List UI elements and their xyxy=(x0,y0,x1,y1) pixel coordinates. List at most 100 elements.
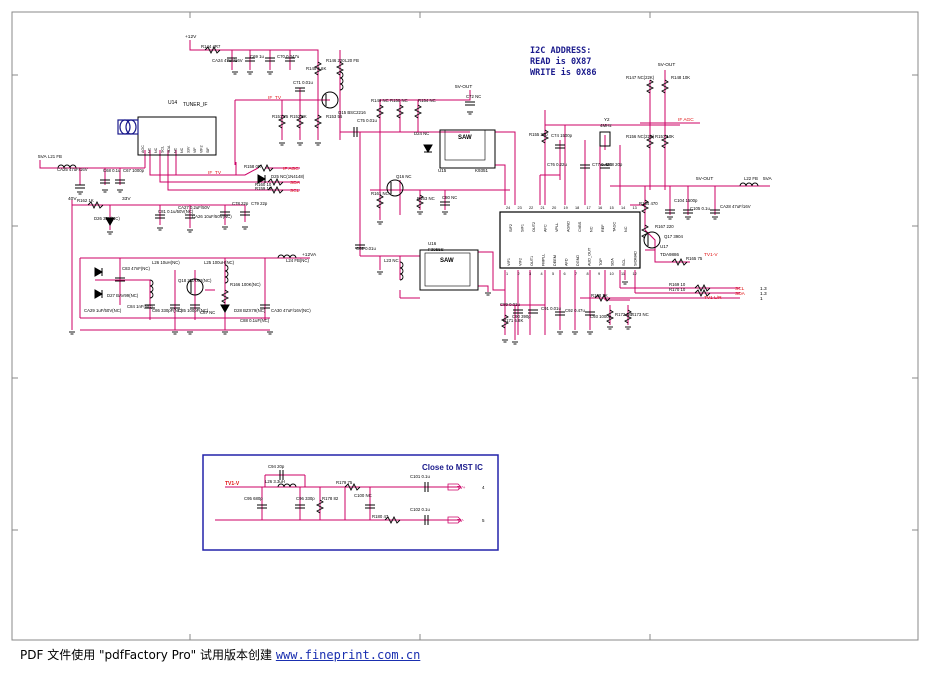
resistor-r154 xyxy=(413,104,423,119)
component-label: D24 NC xyxy=(414,131,429,136)
ic-bottom-pin-number: 2 xyxy=(518,272,520,276)
close-box-net: TV1-V xyxy=(225,481,240,487)
svg-text:TV+: TV+ xyxy=(457,485,466,490)
component-label: R149 NC xyxy=(371,98,389,103)
inductor-l24 xyxy=(277,254,297,259)
ic-bottom-pin-label: FMPLL xyxy=(542,254,546,266)
component-label: C87 NC xyxy=(200,310,215,315)
component-label: R170 10 xyxy=(669,287,686,292)
component-label: R160 10 xyxy=(255,182,272,187)
transistor-q17 xyxy=(643,231,661,249)
tuner-pin-label: SIF xyxy=(206,147,210,153)
net-if-tv: IF_TV xyxy=(268,95,282,101)
component-label: C92 0.47u xyxy=(565,308,585,313)
tuner-pin-label: 33V xyxy=(187,146,191,153)
tuner-ref: U14 xyxy=(168,100,177,106)
ic-top-pin-label: SIF1 xyxy=(521,224,525,232)
component-label: D28 BZX79(NC) xyxy=(234,308,266,313)
net-5va-right: 5VA xyxy=(763,176,773,182)
component-label: C85 100pF(NC) xyxy=(178,308,209,313)
net-tv1-v: TV1-V xyxy=(704,252,718,258)
component-label: C74 1500p xyxy=(551,133,573,138)
ic-top-pin-number: 17 xyxy=(587,206,591,210)
ic-bottom-pin-number: 9 xyxy=(598,272,600,276)
ic-bottom-pin-label: DGND xyxy=(576,255,580,266)
wires xyxy=(39,40,770,521)
component-label: C96 330p xyxy=(296,496,315,501)
component-label: C100 NC xyxy=(354,493,372,498)
component-label: C78 20p xyxy=(606,162,623,167)
component-label: C91 0.01u xyxy=(541,306,561,311)
transistor-q15 xyxy=(321,91,339,109)
component-label: R151 75 xyxy=(272,114,289,119)
component-label: R163 NC xyxy=(417,196,435,201)
component-label: C101 0.1u xyxy=(410,474,430,479)
component-label: R164 470 xyxy=(639,201,658,206)
component-label: CA27 0.2uF/50V xyxy=(178,205,210,210)
component-label: R156 NC(22K) xyxy=(626,134,655,139)
component-label: R168 2K xyxy=(591,293,608,298)
net-if-agc: IF AGC xyxy=(283,166,299,172)
transistor-q16 xyxy=(386,179,404,197)
resistor-r151 xyxy=(277,114,287,129)
component-label: R172 NC xyxy=(615,312,633,317)
diode-d26 xyxy=(105,217,115,227)
diode-d28 xyxy=(220,304,230,314)
component-label: R147 NC(22K) xyxy=(626,75,655,80)
capacitors xyxy=(75,57,720,525)
net-5v-out-1: 5V-OUT xyxy=(455,84,472,90)
component-label: CA30 47uF/16V(NC) xyxy=(271,308,311,313)
component-label: D25 NC(1N4148) xyxy=(271,174,305,179)
ic-bottom-pin-number: 7 xyxy=(575,272,577,276)
ic-bottom-pin-number: 6 xyxy=(564,272,566,276)
svg-text:TV-: TV- xyxy=(457,518,465,523)
footer-link[interactable]: www.fineprint.com.cn xyxy=(275,648,421,662)
component-label: L20 FB xyxy=(345,58,359,63)
resistor-r149 xyxy=(375,104,385,119)
component-label: C88 0.1uF(NC) xyxy=(240,318,270,323)
saw1-ref: U15 xyxy=(438,168,447,173)
component-label: R159 10 xyxy=(255,186,272,191)
ic-bottom-pin-number: 8 xyxy=(587,272,589,276)
component-label: R161 NC xyxy=(371,191,389,196)
resistor-r168 xyxy=(594,293,611,303)
inductor-l21 xyxy=(57,164,77,169)
component-label: C79 22p xyxy=(251,201,268,206)
ic-top-pin-number: 23 xyxy=(518,206,522,210)
ic-top-pin-number: 21 xyxy=(541,206,545,210)
i2c-read: READ is 0X87 xyxy=(530,56,591,67)
resistor-r159 xyxy=(267,185,284,195)
component-label: C67 1000p xyxy=(123,168,145,173)
net-12va: +12VA xyxy=(302,252,317,258)
net-sda-left: SDA xyxy=(290,180,301,186)
component-label: L26 3.3uH xyxy=(265,479,285,484)
component-label: L23 NC xyxy=(384,258,399,263)
ic-bottom-pin-number: 1 xyxy=(506,272,508,276)
ic-top-pin-number: 19 xyxy=(564,206,568,210)
component-label: CA25 47uF/16V xyxy=(57,167,88,172)
inductor-l20 xyxy=(339,71,344,91)
crystal-y2: Y2 4MHz xyxy=(599,117,613,147)
saw2-part: F3955S xyxy=(428,247,444,252)
ic-bottom-pin-label: AUD_OUT xyxy=(588,247,592,266)
resistor-r147 xyxy=(645,79,655,94)
diode-d25 xyxy=(257,174,267,184)
cap-horizontal xyxy=(279,127,429,525)
tuner-pin-label: SDA xyxy=(167,145,171,153)
component-label: R171 6.8K xyxy=(503,318,523,323)
resistor-r172 xyxy=(605,309,615,324)
component-label: C84 1nF(NC) xyxy=(127,304,153,309)
component-label: C89 0.01u xyxy=(500,302,520,307)
svg-text:4: 4 xyxy=(482,485,485,490)
component-label: D26 33V(NC) xyxy=(94,216,120,221)
component-label: R155 330 xyxy=(529,132,548,137)
tuner-pin-label: NC xyxy=(154,147,158,153)
close-box-port-minus: TV- 5 xyxy=(447,516,485,524)
component-label: R153 56 xyxy=(326,114,343,119)
ic-top-pin-label: SIF2 xyxy=(509,224,513,232)
page-border xyxy=(11,11,919,641)
ic-top-pin-label: AGND xyxy=(567,221,571,232)
saw-filter-u15: SAW U15 K9351 xyxy=(438,129,496,173)
diode-d24 xyxy=(423,144,433,154)
